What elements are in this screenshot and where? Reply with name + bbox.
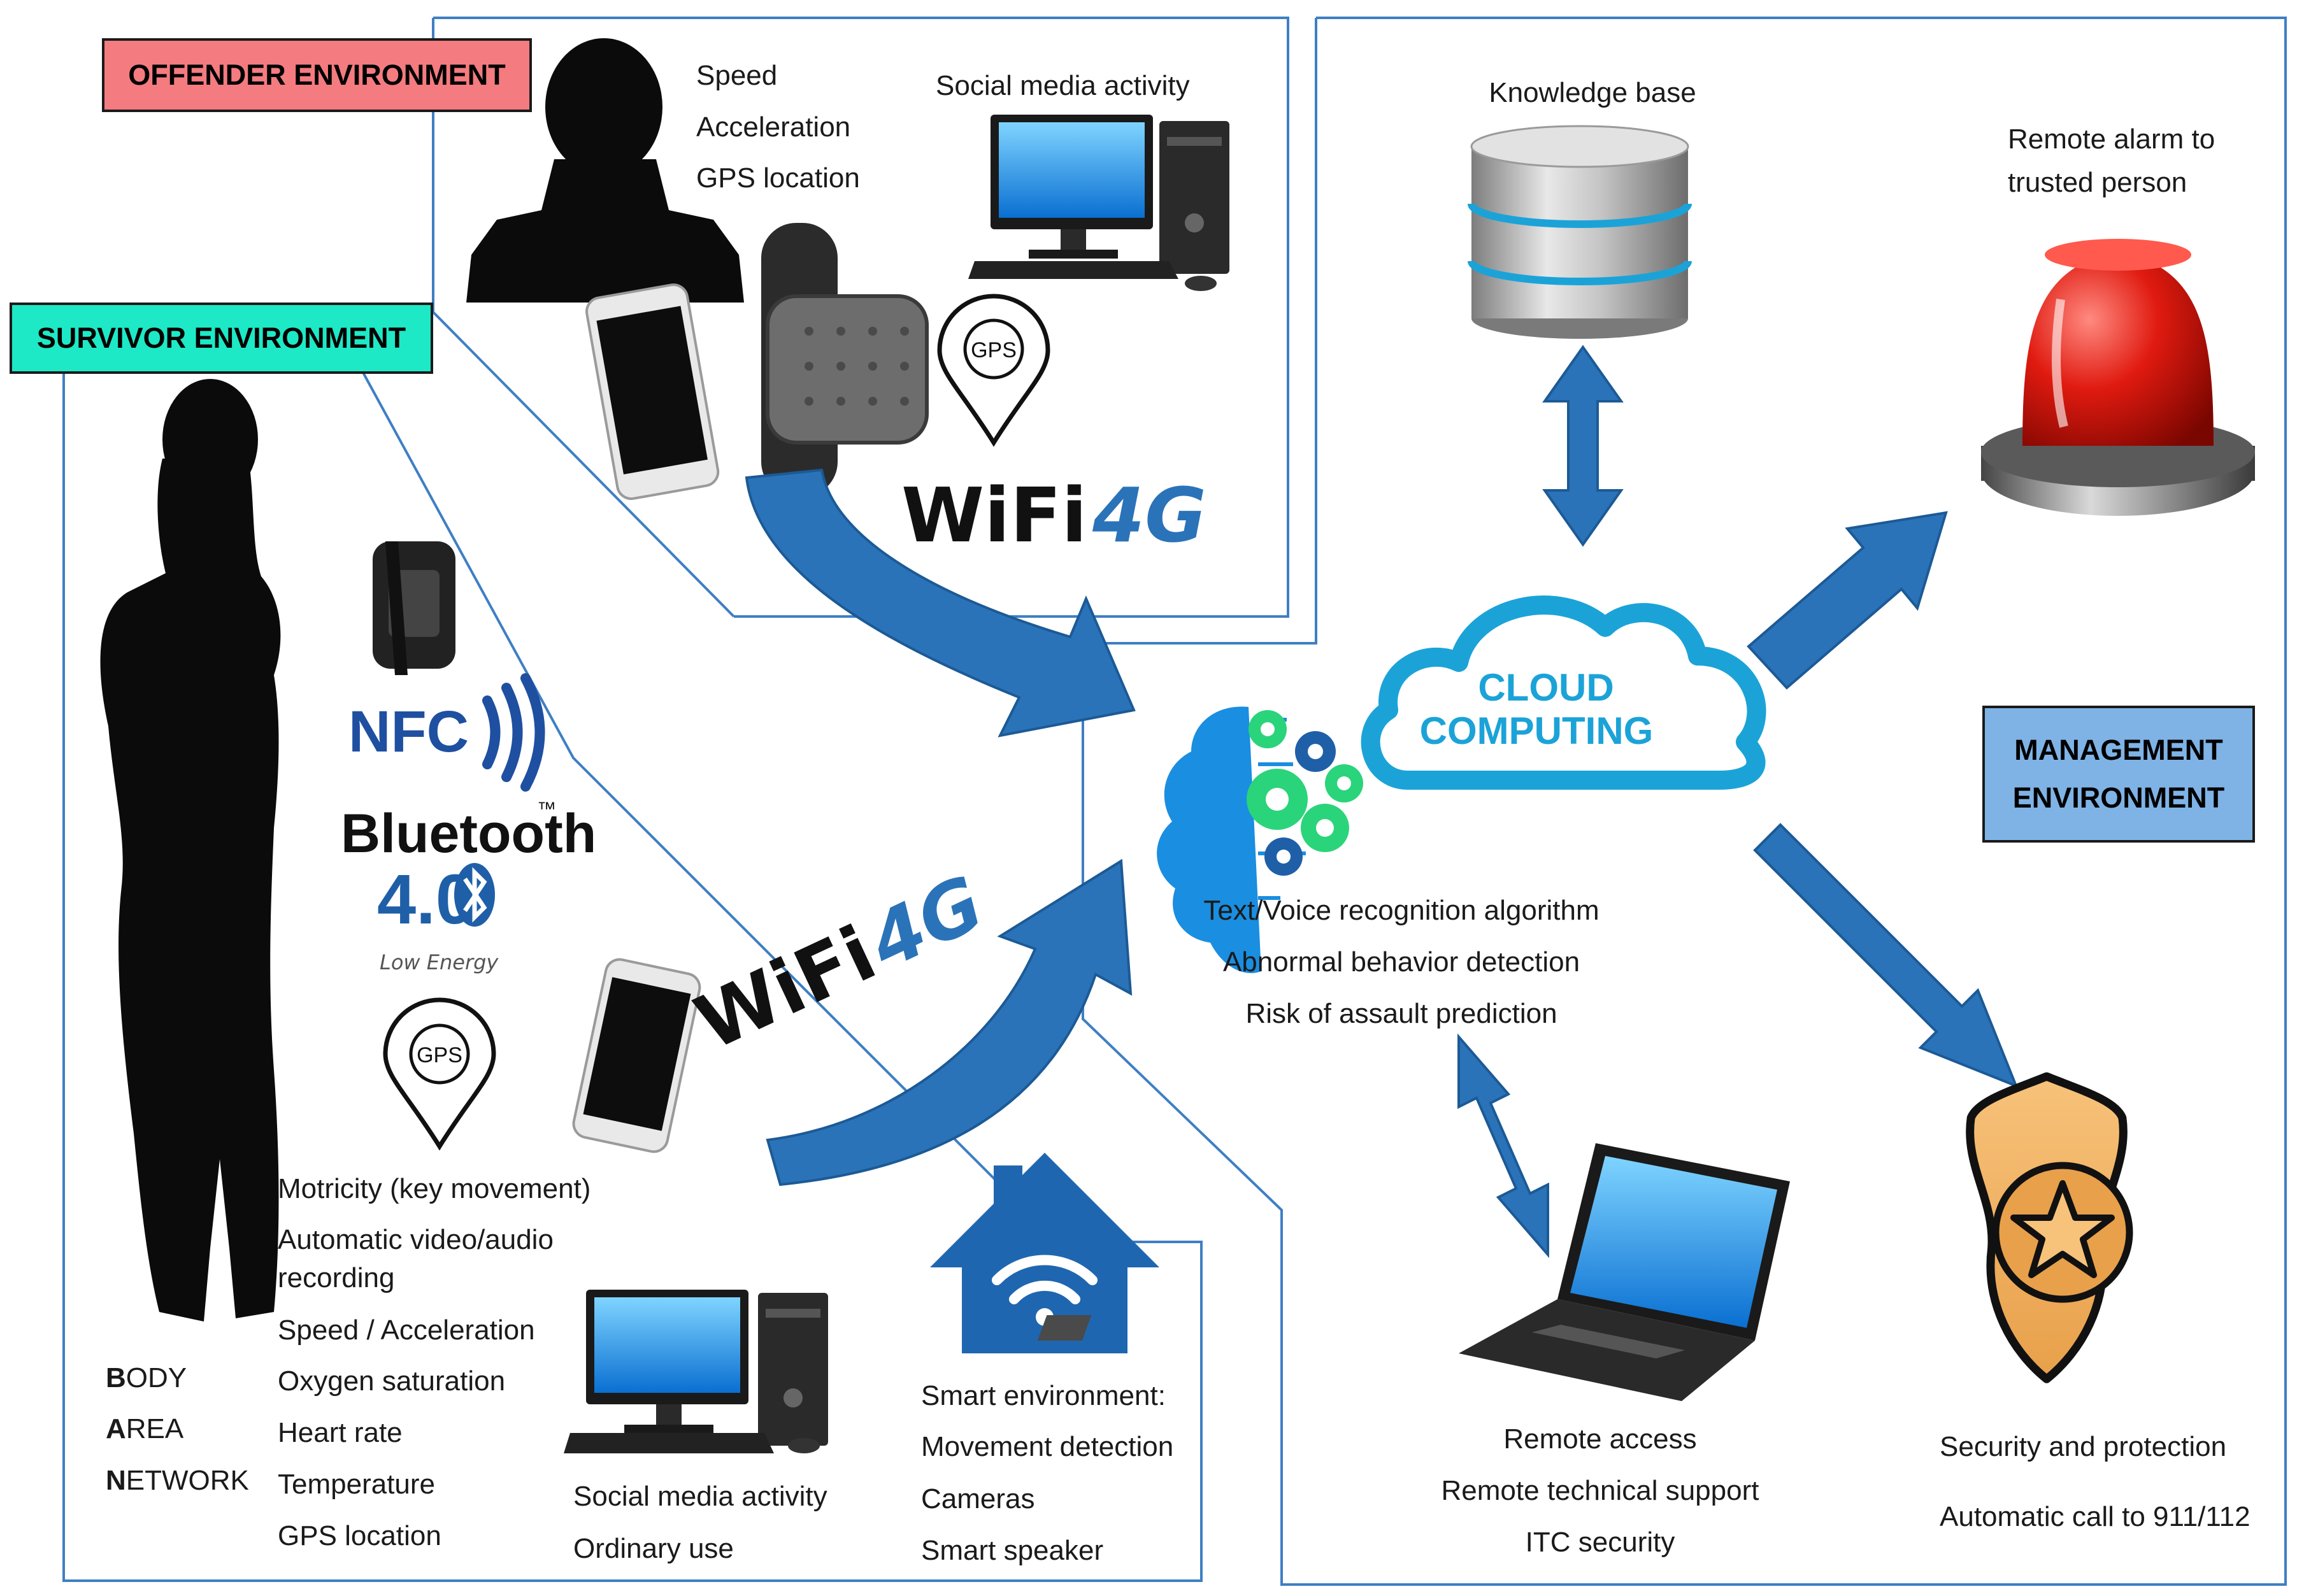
- smart-cameras: Cameras: [921, 1483, 1035, 1514]
- offender-wifi-4g-logo: WiFi 4G: [901, 471, 1206, 559]
- offender-gps-pin-label: GPS: [971, 338, 1017, 362]
- offender-desktop-computer-icon: [968, 115, 1229, 291]
- survivor-to-ai-arrow: [766, 859, 1133, 1186]
- survivor-silhouette-icon: [100, 379, 281, 1322]
- alarm-label-line2: trusted person: [2008, 167, 2187, 198]
- offender-gps-pin-icon: [937, 294, 1050, 447]
- cloud-title-line2: COMPUTING: [1420, 709, 1654, 752]
- offender-sensor-speed: Speed: [696, 60, 778, 91]
- ban-network-initial: N: [106, 1465, 126, 1496]
- ai-laptop-double-arrow: [1457, 1033, 1549, 1258]
- offender-wifi-text: WiFi: [901, 471, 1087, 559]
- smart-home-icon: [930, 1153, 1159, 1353]
- offender-social-media-label: Social media activity: [936, 70, 1190, 101]
- survivor-metric-heart-rate: Heart rate: [278, 1417, 403, 1448]
- algorithm-abnormal-behavior: Abnormal behavior detection: [1222, 946, 1580, 978]
- survivor-gps-pin-icon: [383, 997, 496, 1151]
- survivor-environment-label-text: SURVIVOR ENVIRONMENT: [36, 322, 406, 354]
- survivor-metric-video-audio: Automatic video/audio: [278, 1224, 554, 1255]
- survivor-desktop-computer-icon: [564, 1290, 828, 1453]
- alarm-siren-icon: [1981, 239, 2255, 516]
- smart-speaker: Smart speaker: [921, 1535, 1104, 1566]
- knowledge-base-database-icon: [1468, 125, 1692, 339]
- offender-environment-label-text: OFFENDER ENVIRONMENT: [128, 59, 506, 91]
- itc-security-label: ITC security: [1525, 1527, 1675, 1558]
- alarm-label-line1: Remote alarm to: [2008, 124, 2215, 155]
- offender-sensor-gps: GPS location: [696, 162, 860, 194]
- offender-smartphone-icon: [585, 283, 720, 501]
- nfc-logo: NFC: [348, 699, 469, 764]
- ban-body-rest: ODY: [125, 1362, 187, 1393]
- survivor-wifi-4g-logo: WiFi 4G: [683, 859, 996, 1067]
- laptop-icon: [1037, 1143, 1790, 1401]
- survivor-metric-oxygen: Oxygen saturation: [278, 1365, 506, 1397]
- security-protection-label: Security and protection: [1940, 1431, 2227, 1462]
- survivor-smartphone-icon: [572, 958, 701, 1153]
- knowledge-cloud-double-arrow: [1542, 345, 1624, 547]
- survivor-metric-recording: recording: [278, 1262, 395, 1293]
- management-environment-label: MANAGEMENT ENVIRONMENT: [1982, 706, 2255, 843]
- survivor-social-media-label: Social media activity: [573, 1481, 827, 1512]
- survivor-metric-motricity: Motricity (key movement): [278, 1173, 591, 1204]
- bluetooth-trademark: ™: [537, 799, 556, 820]
- offender-silhouette-icon: [466, 38, 744, 303]
- offender-environment-label: OFFENDER ENVIRONMENT: [102, 38, 532, 112]
- offender-sensor-acceleration: Acceleration: [696, 111, 851, 143]
- survivor-ordinary-use-label: Ordinary use: [573, 1533, 734, 1564]
- ai-brain-gears-icon: [1157, 706, 1363, 973]
- cloud-title-line1: CLOUD: [1478, 666, 1614, 709]
- management-environment-label-line2: ENVIRONMENT: [2012, 781, 2225, 814]
- survivor-metric-gps: GPS location: [278, 1520, 441, 1551]
- nfc-waves-icon: [482, 673, 545, 792]
- bluetooth-low-energy: Low Energy: [380, 950, 499, 974]
- ban-network: NETWORK: [106, 1467, 249, 1495]
- ban-area: AREA: [106, 1415, 183, 1443]
- ban-body-initial: B: [106, 1362, 126, 1393]
- fitness-band-icon: [373, 541, 455, 675]
- survivor-environment-label: SURVIVOR ENVIRONMENT: [10, 303, 433, 374]
- management-frame: [1082, 17, 2287, 1586]
- management-environment-label-line1: MANAGEMENT: [2014, 734, 2223, 767]
- survivor-metric-temperature: Temperature: [278, 1469, 436, 1500]
- offender-4g-text: 4G: [1092, 471, 1206, 559]
- algorithm-text-voice: Text/Voice recognition algorithm: [1203, 895, 1599, 926]
- ban-area-rest: REA: [125, 1413, 184, 1444]
- bluetooth-rune-icon: [454, 863, 495, 927]
- survivor-metric-speed: Speed / Acceleration: [278, 1315, 535, 1346]
- smart-movement-detection: Movement detection: [921, 1431, 1174, 1462]
- offender-frame-diagonal: [432, 18, 735, 618]
- remote-access-label: Remote access: [1503, 1423, 1697, 1455]
- survivor-gps-pin-label: GPS: [417, 1043, 462, 1067]
- ankle-monitor-icon: [761, 223, 929, 497]
- algorithm-risk-prediction: Risk of assault prediction: [1245, 998, 1557, 1029]
- ban-area-initial: A: [106, 1413, 126, 1444]
- remote-support-label: Remote technical support: [1441, 1475, 1759, 1506]
- survivor-frame: [62, 372, 1203, 1582]
- cloud-icon: [1361, 595, 1766, 790]
- cloud-to-police-arrow: [1753, 823, 2019, 1088]
- knowledge-base-label: Knowledge base: [1489, 77, 1696, 108]
- ban-network-rest: ETWORK: [125, 1465, 249, 1496]
- automatic-call-label: Automatic call to 911/112: [1940, 1501, 2250, 1532]
- smart-environment-title: Smart environment:: [921, 1380, 1166, 1411]
- cloud-to-alarm-arrow: [1747, 511, 1948, 690]
- police-badge-icon: [1966, 1072, 2133, 1383]
- ban-body: BODY: [106, 1364, 187, 1392]
- bluetooth-logo: Bluetooth: [341, 803, 596, 864]
- offender-to-ai-arrow: [745, 468, 1136, 737]
